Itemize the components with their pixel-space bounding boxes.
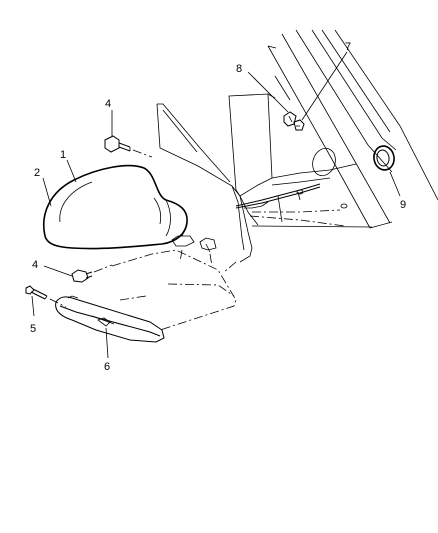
mounting-plate-phantom	[111, 249, 237, 331]
callout-8: 8	[236, 63, 242, 75]
bolt-upper	[104, 135, 153, 158]
door-frame	[251, 29, 438, 229]
mirror-assembly	[43, 164, 188, 250]
leader-lines	[31, 51, 401, 359]
callout-5: 5	[30, 323, 36, 335]
mirror-sail-bracket	[156, 103, 269, 263]
mirror-base-tabs	[171, 231, 237, 273]
callout-1: 1	[60, 149, 66, 161]
callout-2: 2	[34, 167, 40, 179]
callout-4-lower: 4	[32, 259, 38, 271]
callout-6: 6	[104, 361, 110, 373]
callout-4-upper: 4	[105, 98, 111, 110]
grommet-seal	[373, 145, 395, 171]
mirror-housing-outline	[43, 164, 188, 250]
mirror-glass-edge	[59, 181, 93, 223]
door-access-hole	[312, 147, 336, 177]
trim-cover	[55, 295, 165, 343]
nut-lower	[71, 264, 113, 283]
callout-9: 9	[400, 199, 406, 211]
retainer	[283, 111, 297, 127]
clip	[293, 119, 305, 131]
screw	[25, 285, 67, 308]
mirror-wire-harness	[235, 183, 348, 227]
callout-7: 7	[345, 41, 351, 53]
